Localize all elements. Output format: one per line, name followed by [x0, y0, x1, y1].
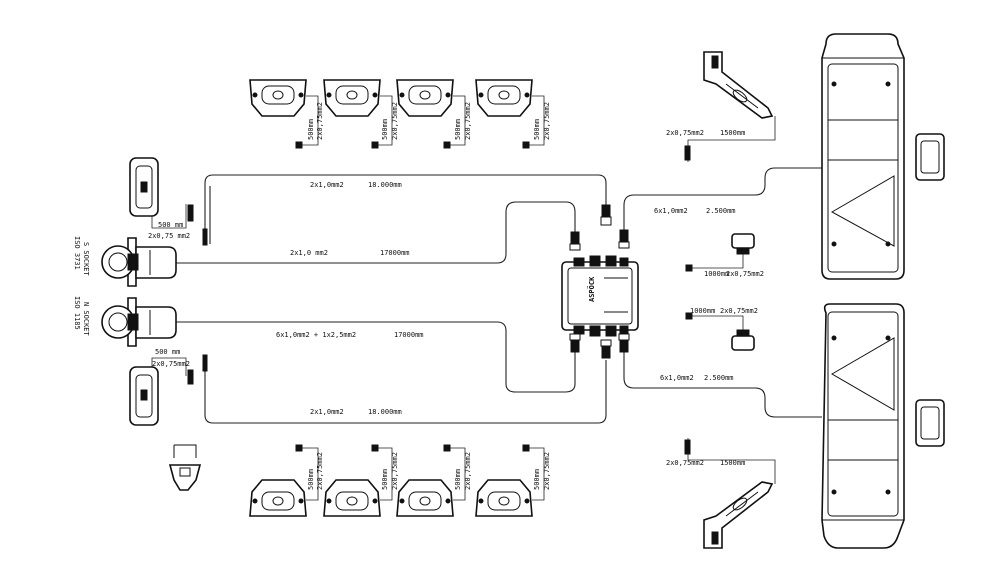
- plate-lamp-bottom-length: 1000mm: [690, 307, 715, 315]
- plate-lamp-bottom: 1000mm 2x0,75mm2: [685, 307, 758, 351]
- socket-n-title: N SOCKET: [82, 302, 90, 337]
- bottom-trunk-wire: [204, 360, 607, 424]
- lamp-top-wire: [623, 167, 822, 230]
- top-trunk-length: 18.000mm: [368, 181, 402, 189]
- bottom-trunk-plug: [202, 354, 208, 372]
- socket-s-std: ISO 3731: [73, 236, 81, 270]
- plate-lamp-top: 1000mm 2x0,75mm2: [685, 233, 764, 278]
- side-marker-top-cable-3: 2x0,75mm2: [464, 102, 472, 140]
- side-marker-bottom-length: 500mm: [307, 469, 315, 490]
- end-outline-marker-bottom: 2x0,75mm2 1500mm: [666, 438, 776, 549]
- side-marker-top-cable-4: 2x0,75mm2: [543, 102, 551, 140]
- junction-box-brand: ASPÖCK: [587, 276, 596, 302]
- socket-s: [101, 237, 177, 287]
- side-marker-bottom-length-4: 500mm: [533, 469, 541, 490]
- lamp-bottom-cable: 6x1,0mm2: [660, 374, 694, 382]
- side-marker-top-length: 500mm: [307, 119, 315, 140]
- side-marker-top-row: [249, 79, 545, 149]
- side-marker-top-length-4: 500mm: [533, 119, 541, 140]
- box-connectors: [569, 204, 630, 359]
- end-outline-bottom-cable: 2x0,75mm2: [666, 459, 704, 467]
- side-marker-bottom-cable-3: 2x0,75mm2: [464, 452, 472, 490]
- end-outline-bottom-length: 1500mm: [720, 459, 745, 467]
- end-outline-marker-top: 2x0,75mm2 1500mm: [666, 51, 776, 162]
- side-marker-bottom-cable: 2x0,75mm2: [316, 452, 324, 490]
- side-marker-top-cable-2: 2x0,75mm2: [391, 102, 399, 140]
- socket-n-length: 17000mm: [394, 331, 424, 339]
- rear-lamp-top: [821, 33, 945, 280]
- top-trunk-plug: [202, 228, 208, 246]
- plate-lamp-bottom-cable: 2x0,75mm2: [720, 307, 758, 315]
- side-marker-bottom-length-3: 500mm: [454, 469, 462, 490]
- plate-lamp-top-cable: 2x0,75mm2: [726, 270, 764, 278]
- bottom-trunk-length: 18.000mm: [368, 408, 402, 416]
- socket-s-cable: 2x1,0 mm2: [290, 249, 328, 257]
- top-trunk-wire: [204, 174, 607, 244]
- lamp-bottom-wire: [623, 350, 822, 418]
- front-marker-top-length: 500 mm: [158, 221, 183, 229]
- side-marker-top-length-2: 500mm: [381, 119, 389, 140]
- side-marker-top-length-3: 500mm: [454, 119, 462, 140]
- side-marker-bottom-length-2: 500mm: [381, 469, 389, 490]
- front-marker-top: 500 mm 2x0,75 mm2: [129, 157, 194, 240]
- side-marker-bottom-cable-2: 2x0,75mm2: [391, 452, 399, 490]
- lamp-top-cable: 6x1,0mm2: [654, 207, 688, 215]
- front-marker-bottom: 500 mm 2x0,75mm2: [129, 348, 194, 426]
- side-marker-top-cable: 2x0,75mm2: [316, 102, 324, 140]
- socket-s-wire: [175, 201, 576, 264]
- rear-lamp-bottom: [821, 303, 945, 549]
- top-trunk-cable: 2x1,0mm2: [310, 181, 344, 189]
- end-outline-top-cable: 2x0,75mm2: [666, 129, 704, 137]
- front-marker-top-cable: 2x0,75 mm2: [148, 232, 190, 240]
- front-marker-bottom-cable: 2x0,75mm2: [152, 360, 190, 368]
- socket-s-title: S SOCKET: [82, 242, 90, 277]
- lamp-bottom-length: 2.500mm: [704, 374, 734, 382]
- plate-lamp-top-length: 1000mm: [704, 270, 729, 278]
- socket-n-std: ISO 1185: [73, 296, 81, 330]
- lamp-top-length: 2.500mm: [706, 207, 736, 215]
- junction-box: ASPÖCK: [561, 255, 639, 337]
- side-marker-bottom-cable-4: 2x0,75mm2: [543, 452, 551, 490]
- end-outline-top-length: 1500mm: [720, 129, 745, 137]
- socket-n: [101, 297, 177, 347]
- socket-n-wire: [175, 321, 576, 393]
- side-marker-bottom-row: [249, 444, 545, 517]
- mounting-bracket: [168, 444, 202, 491]
- socket-n-cable: 6x1,0mm2 + 1x2,5mm2: [276, 331, 356, 339]
- socket-s-length: 17000mm: [380, 249, 410, 257]
- front-marker-bottom-length: 500 mm: [155, 348, 180, 356]
- bottom-trunk-cable: 2x1,0mm2: [310, 408, 344, 416]
